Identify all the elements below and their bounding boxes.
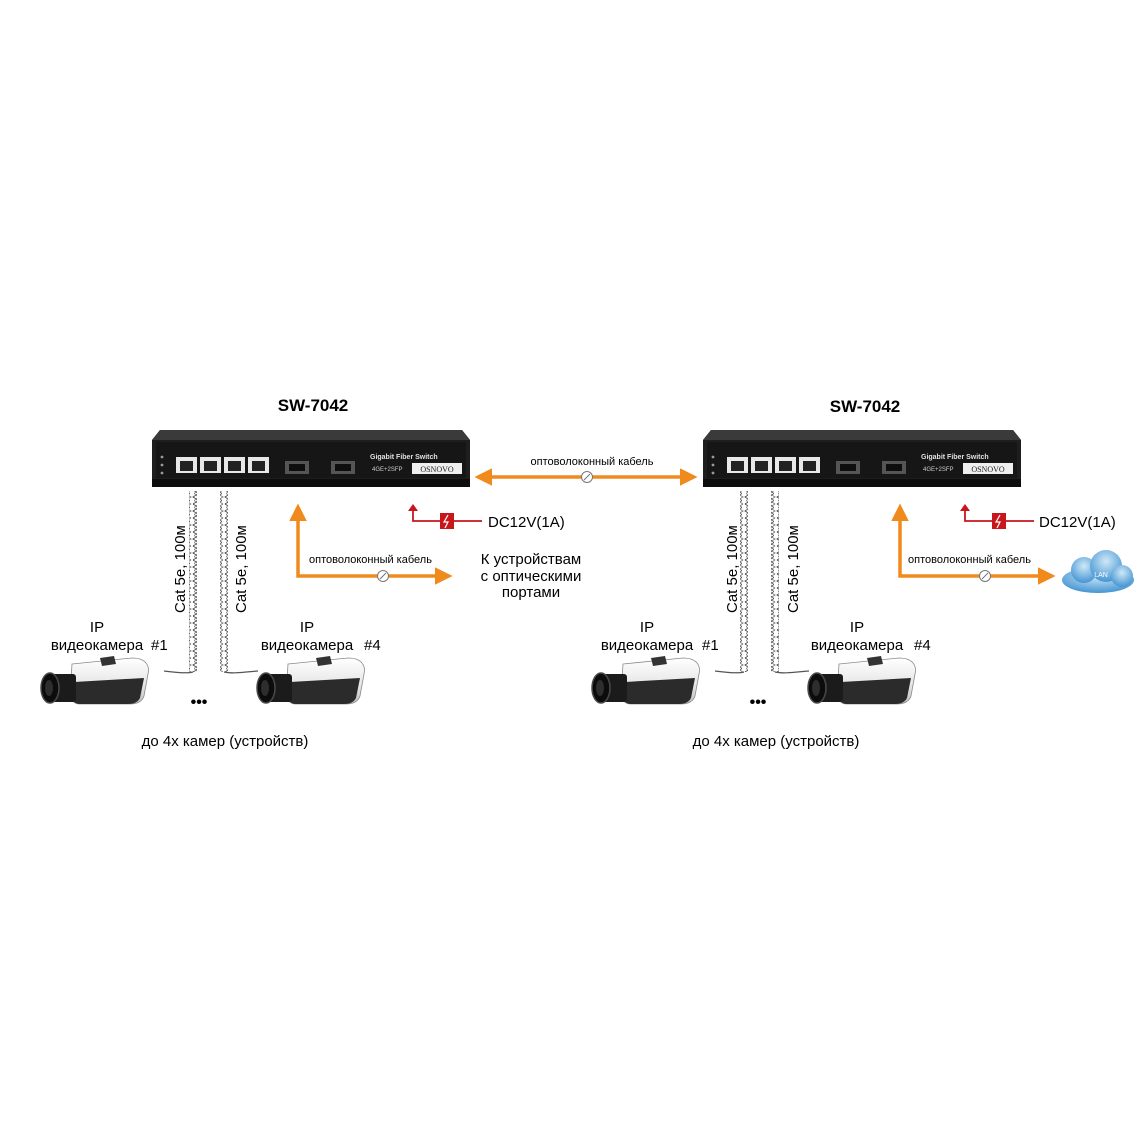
fiber-label-right: оптоволоконный кабель: [908, 554, 1031, 566]
camera-1-left-line2: видеокамера: [51, 637, 144, 654]
lan-cloud-icon: LAN: [1062, 550, 1134, 593]
power-label-right: DC12V(1A): [1039, 514, 1116, 531]
cable-label-4-right: Cat 5e, 100м: [785, 525, 802, 613]
cable-label-1-left: Cat 5e, 100м: [172, 525, 189, 613]
ip-camera-4-left: [256, 655, 366, 705]
camera-4-left-line2: видеокамера: [261, 637, 354, 654]
power-plug-left: [440, 513, 454, 529]
camera-4-left-line1: IP: [300, 619, 314, 636]
cable-1-left: [189, 491, 197, 672]
switch-title-left: SW-7042: [278, 396, 349, 415]
cable-label-4-left: Cat 5e, 100м: [233, 525, 250, 613]
bottom-label-right: до 4х камер (устройств): [693, 733, 860, 750]
fiber-link-label: оптоволоконный кабель: [531, 456, 654, 468]
ip-camera-4-right: [807, 655, 917, 705]
lan-label: LAN: [1094, 572, 1108, 579]
camera-4-right-line2: видеокамера: [811, 637, 904, 654]
camera-4-right-num: #4: [914, 637, 931, 654]
cable-1-right: [740, 491, 748, 672]
switch-title-right: SW-7042: [830, 397, 901, 416]
camera-4-right-line1: IP: [850, 619, 864, 636]
switch-badge-right: Gigabit Fiber Switch: [921, 454, 989, 461]
brand-logo-left: OSNOVO: [420, 465, 454, 474]
ip-camera-1-left: [40, 655, 150, 705]
svg-text:К устройствам: К устройствам: [481, 551, 582, 568]
svg-text:портами: портами: [502, 584, 560, 601]
ellipsis-right: •••: [750, 694, 767, 711]
switch-model-right: 4GE+2SFP: [923, 467, 954, 473]
cable-label-1-right: Cat 5e, 100м: [724, 525, 741, 613]
ip-camera-1-right: [591, 655, 701, 705]
camera-4-left-num: #4: [364, 637, 381, 654]
camera-1-left-line1: IP: [90, 619, 104, 636]
bottom-label-left: до 4х камер (устройств): [142, 733, 309, 750]
fiber-uplink-left: [289, 503, 453, 585]
cable-4-left: [220, 491, 228, 672]
switch-badge-left: Gigabit Fiber Switch: [370, 454, 438, 461]
ellipsis-left: •••: [191, 694, 208, 711]
power-plug-right: [992, 513, 1006, 529]
camera-1-right-line2: видеокамера: [601, 637, 694, 654]
brand-logo-right: OSNOVO: [971, 465, 1005, 474]
cable-4-right: [771, 491, 779, 672]
network-switch-right: Gigabit Fiber Switch 4GE+2SFP OSNOVO: [703, 430, 1021, 487]
camera-1-left-num: #1: [151, 637, 168, 654]
fiber-uplink-right: [891, 503, 1056, 585]
power-label-left: DC12V(1A): [488, 514, 565, 531]
optical-devices-label: К устройствам с оптическими портами: [481, 551, 582, 601]
fiber-label-left: оптоволоконный кабель: [309, 554, 432, 566]
camera-1-right-num: #1: [702, 637, 719, 654]
network-switch-left: Gigabit Fiber Switch 4GE+2SFP OSNOVO: [152, 430, 470, 487]
camera-1-right-line1: IP: [640, 619, 654, 636]
switch-model-left: 4GE+2SFP: [372, 467, 403, 473]
svg-text:с оптическими: с оптическими: [481, 568, 582, 585]
